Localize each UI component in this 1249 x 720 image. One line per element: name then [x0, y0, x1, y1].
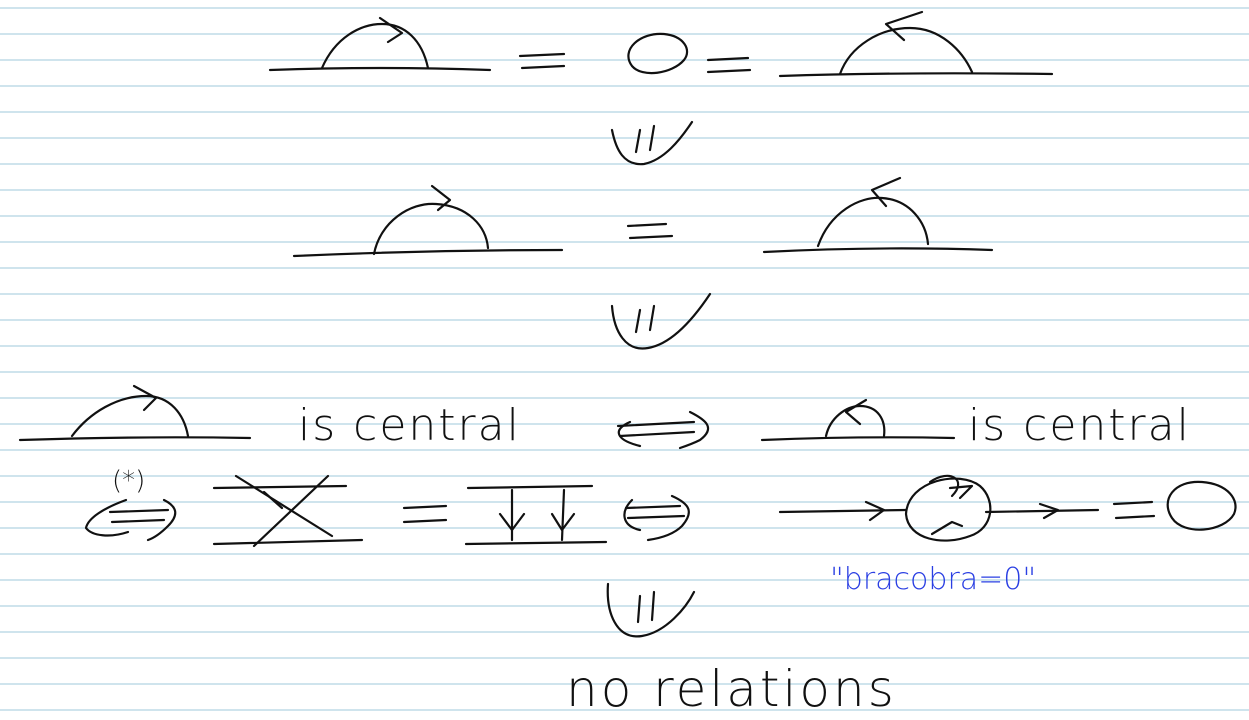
row4-equals-right — [1112, 500, 1156, 520]
row2-left-cap-diagram — [292, 184, 564, 258]
row1-zero — [627, 32, 689, 75]
is-central-label-right: is central — [968, 400, 1191, 451]
row3-left-cap-diagram — [18, 384, 252, 442]
is-central-label-left: is central — [298, 400, 521, 451]
row1-right-cap-diagram — [778, 10, 1054, 78]
row1-left-cap-diagram — [268, 16, 492, 72]
row2-right-cap-diagram — [762, 176, 994, 254]
row1-equals-left — [518, 52, 566, 70]
implies-arrow-1 — [610, 120, 694, 166]
row3-iff-arrow — [616, 410, 710, 450]
star-annotation: (*) — [112, 466, 146, 496]
ruled-lines — [0, 7, 1249, 711]
implies-arrow-3 — [606, 582, 696, 638]
no-relations-conclusion: no relations — [566, 660, 897, 718]
row2-equals — [626, 222, 674, 240]
row4-iff-arrow — [623, 494, 690, 542]
row3-right-cap-diagram — [760, 398, 956, 442]
row4-zero — [1166, 480, 1237, 531]
row4-bracobra-diagram — [778, 474, 1100, 542]
row4-equals — [402, 504, 448, 524]
bracobra-annotation: "bracobra=0" — [830, 562, 1037, 597]
implies-arrow-2 — [610, 292, 712, 350]
row1-equals-right — [706, 56, 752, 74]
row4-parallel-strands-diagram — [464, 484, 608, 546]
row4-crossing-diagram — [212, 474, 364, 548]
row4-star-iff-arrow — [84, 498, 177, 542]
